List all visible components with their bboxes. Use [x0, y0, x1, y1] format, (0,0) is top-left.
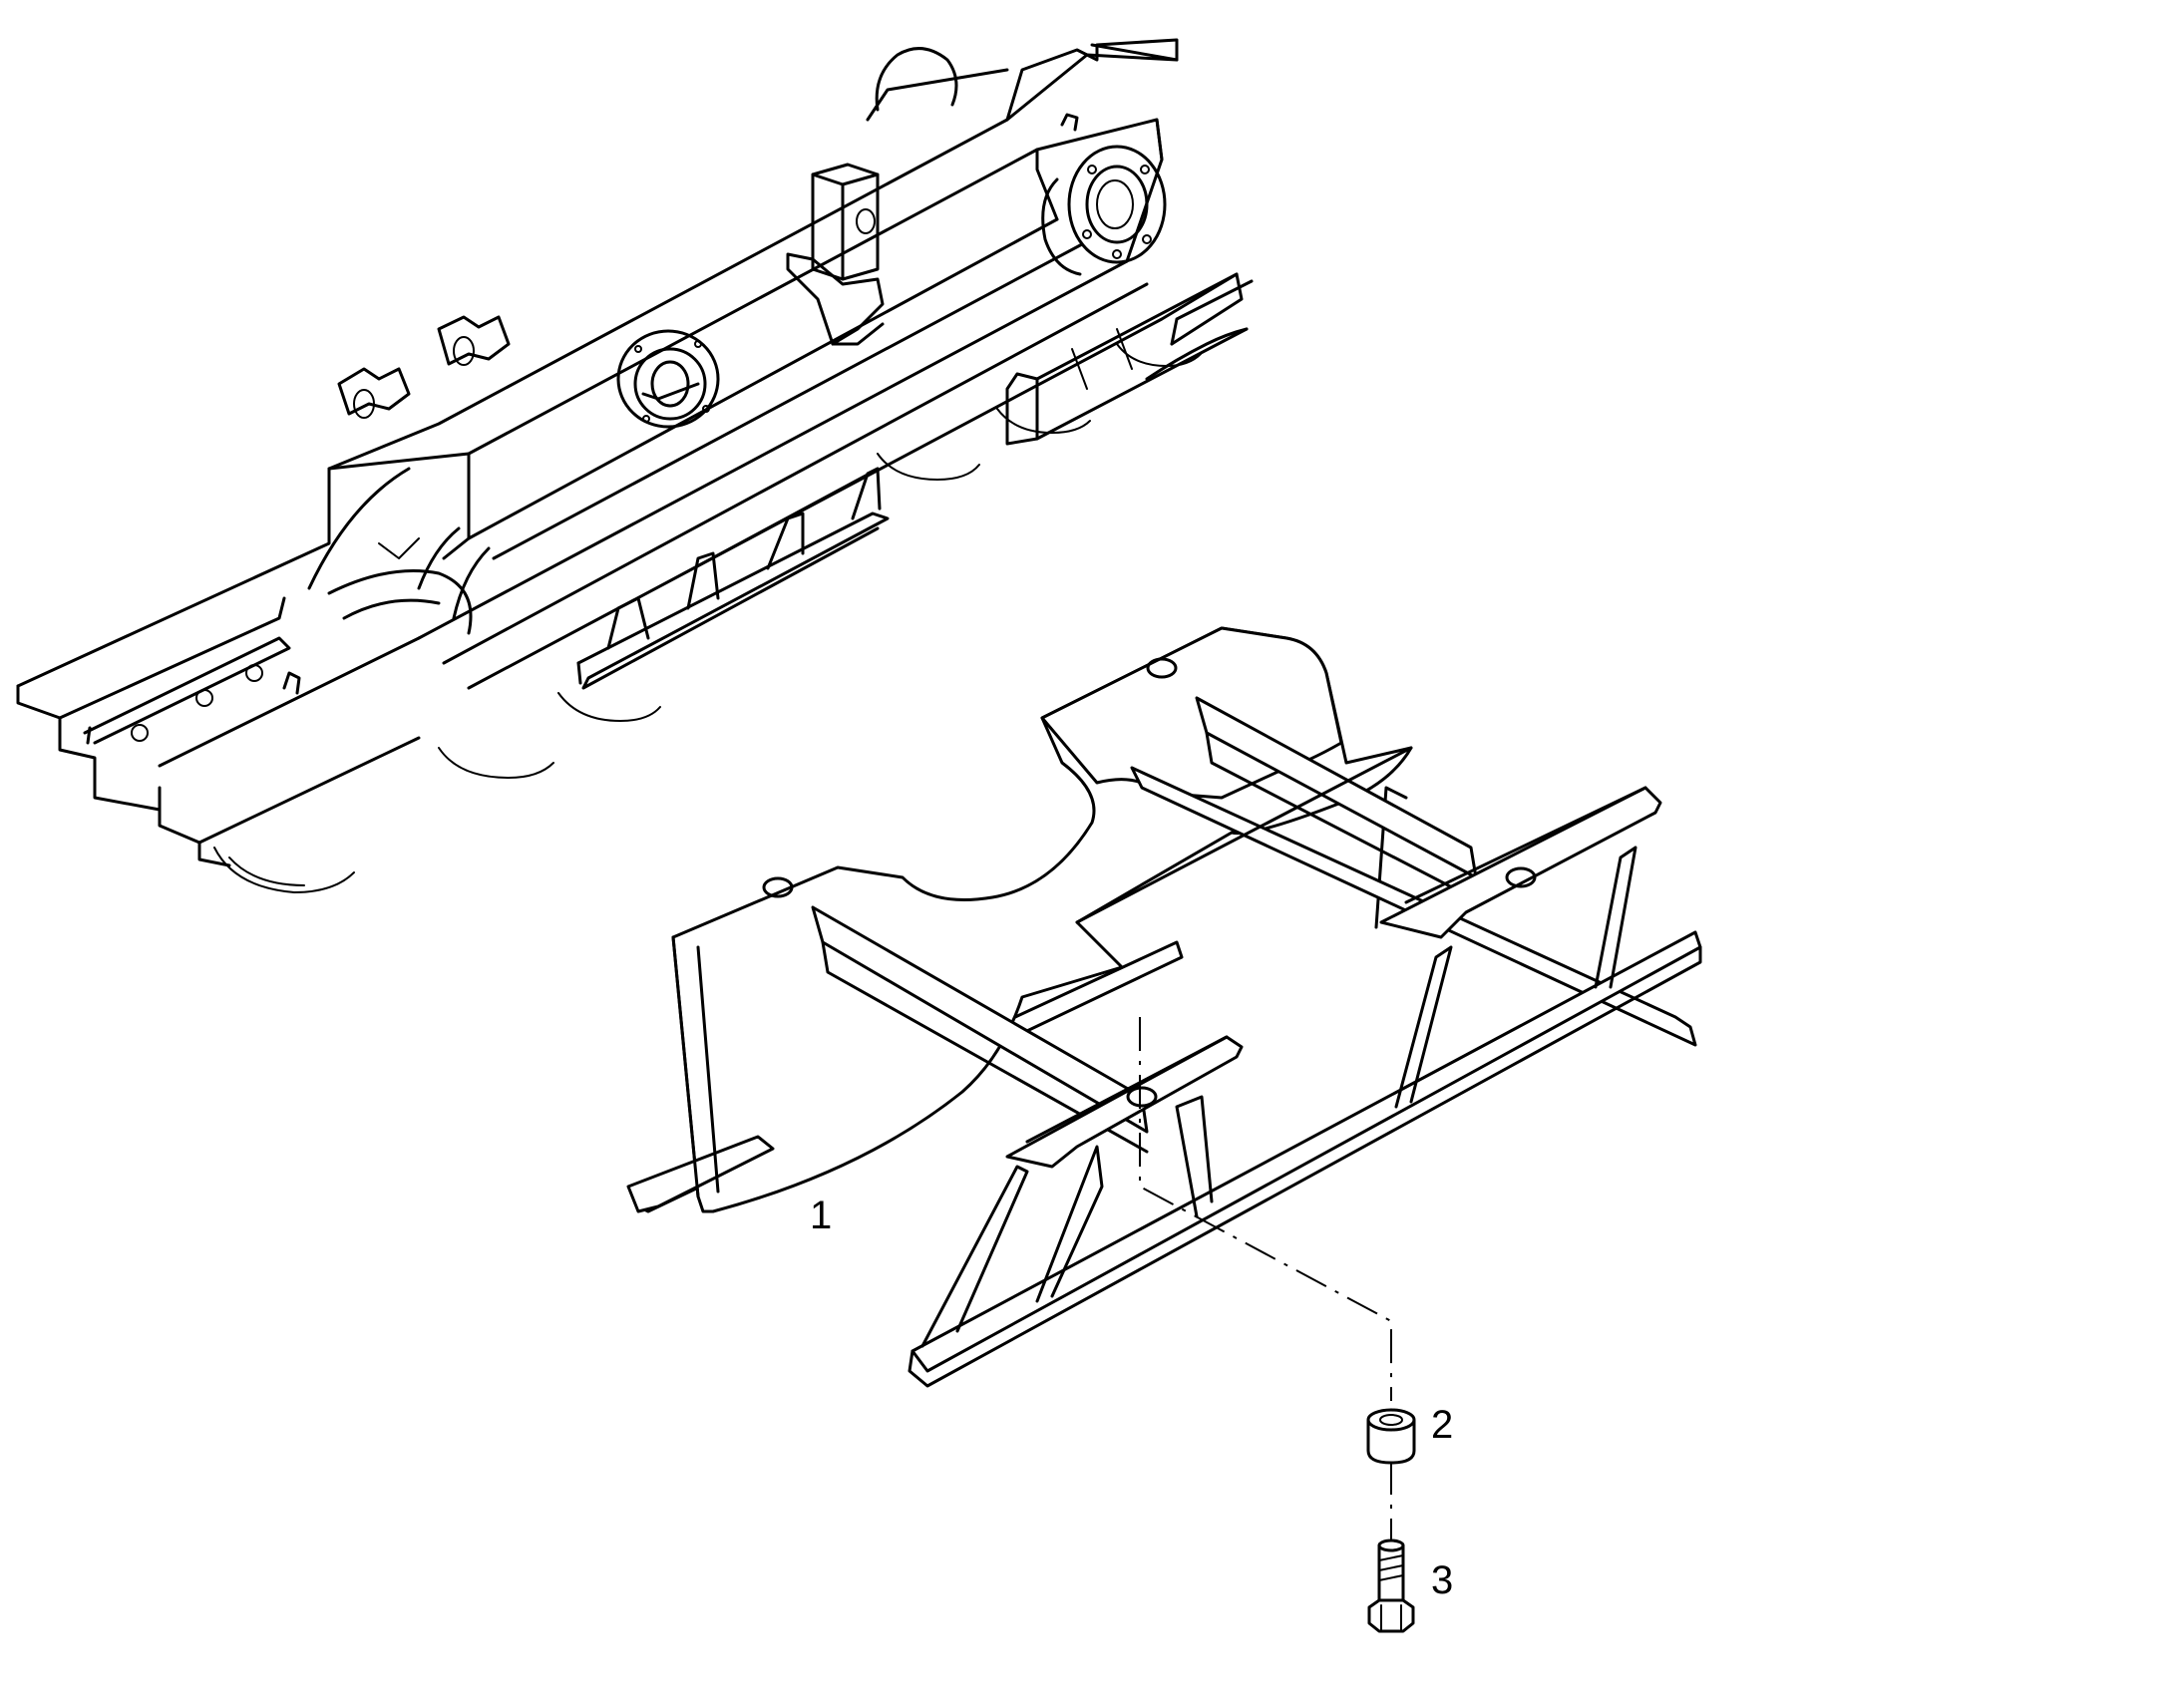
track-frame-assembly	[16, 38, 1254, 893]
track-guide-guard	[626, 626, 1702, 1388]
bearing-housing	[1041, 113, 1167, 276]
clamp-block	[786, 163, 885, 346]
spacer-bushing	[1366, 1408, 1416, 1465]
center-pivot	[616, 329, 720, 429]
callout-1: 1	[810, 1194, 832, 1237]
hex-bolt	[1367, 1538, 1415, 1633]
front-end	[83, 467, 491, 745]
bottom-rollers	[213, 343, 1202, 893]
callout-3: 3	[1431, 1558, 1453, 1602]
rear-right	[1005, 272, 1249, 446]
assembly-center-line	[1139, 1017, 1392, 1555]
assembled-guard	[576, 467, 890, 690]
callout-2: 2	[1431, 1403, 1453, 1447]
mount-brackets	[337, 315, 511, 419]
